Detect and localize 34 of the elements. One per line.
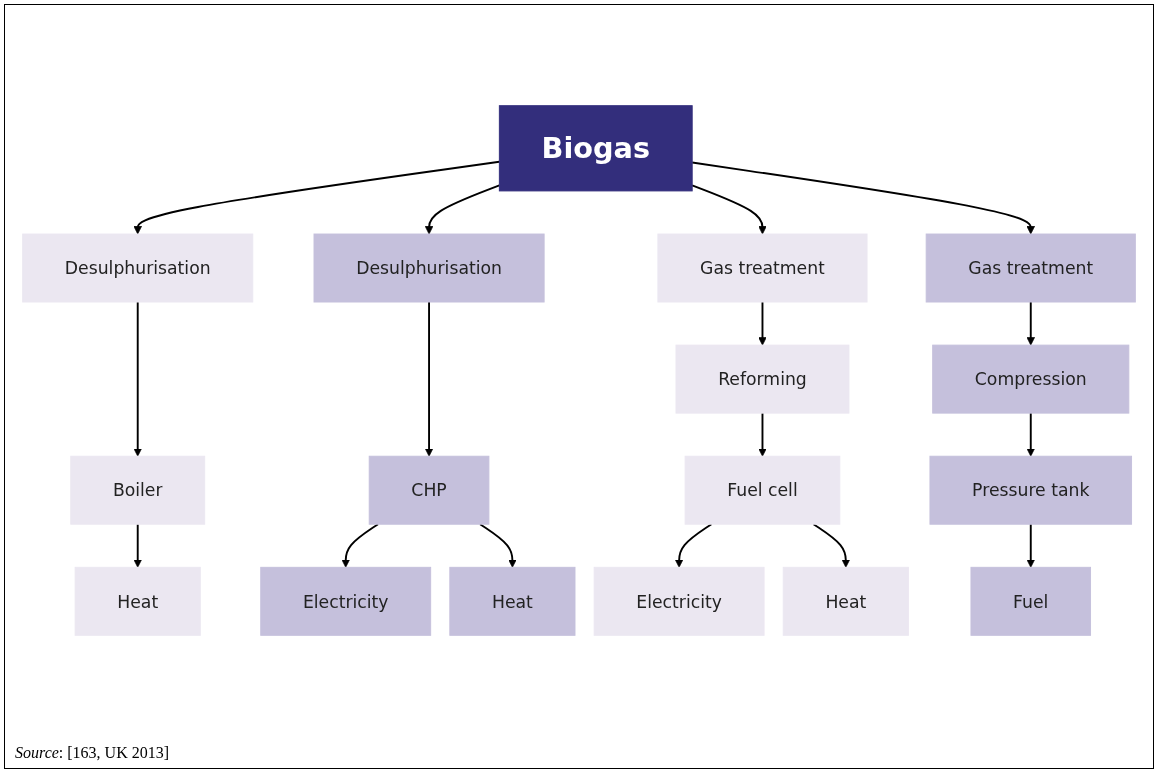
arrow [758, 301, 767, 346]
node-box: Pressure tank [929, 455, 1133, 525]
node-box: Biogas [498, 105, 693, 192]
source-caption: Source: [163, UK 2013] [15, 744, 170, 762]
node-box: Fuel [970, 566, 1092, 636]
node-box: Desulphurisation [22, 233, 254, 303]
node-box: Compression [932, 344, 1130, 414]
arrow [691, 161, 1035, 235]
arrow [812, 523, 851, 568]
node-box: Gas treatment [925, 233, 1136, 303]
node-box: Reforming [675, 344, 850, 414]
arrow [341, 523, 379, 568]
node-box: Fuel cell [684, 455, 841, 525]
node-box: CHP [368, 455, 490, 525]
arrow [133, 523, 142, 568]
node-box: Boiler [70, 455, 206, 525]
arrow [133, 301, 142, 457]
node-box: Desulphurisation [313, 233, 545, 303]
arrow [133, 160, 501, 235]
arrow [691, 184, 767, 235]
arrow [674, 523, 713, 568]
node-box: Gas treatment [657, 233, 868, 303]
arrow [1026, 301, 1035, 346]
arrow [1026, 523, 1035, 568]
node-box: Electricity [260, 566, 432, 636]
arrow [424, 184, 501, 235]
node-box: Heat [782, 566, 909, 636]
arrow [758, 412, 767, 457]
node-box: Heat [74, 566, 201, 636]
arrow [479, 523, 517, 568]
node-box: Electricity [593, 566, 765, 636]
node-box: Heat [449, 566, 576, 636]
arrow [424, 301, 434, 457]
arrow [1026, 412, 1035, 457]
